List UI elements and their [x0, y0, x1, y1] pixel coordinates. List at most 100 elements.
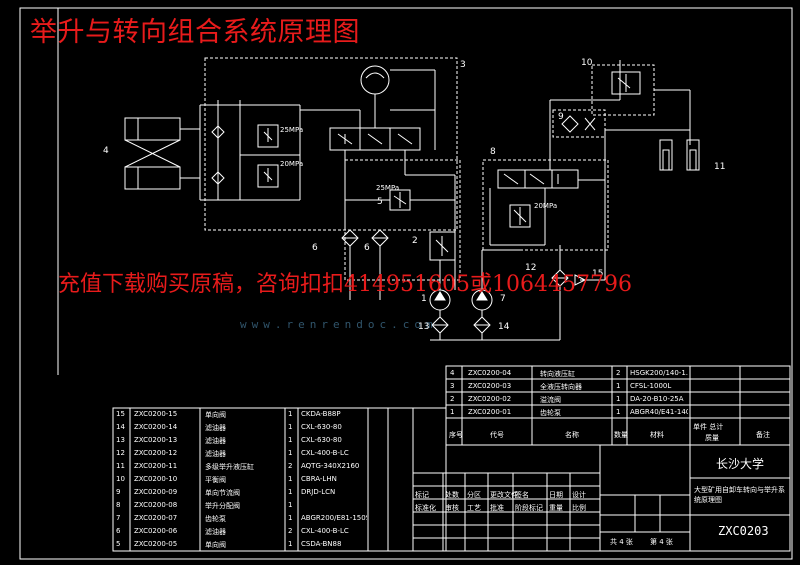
lower-row-material: CBRA-LHN	[301, 475, 337, 483]
label-5: 5	[377, 197, 383, 207]
upper-row-code: ZXC0200-01	[468, 408, 512, 416]
lower-row-qty: 1	[288, 449, 293, 457]
lower-row-name: 滤油器	[205, 528, 226, 536]
lower-row-material: ABGR200/E81-150SOS	[301, 514, 367, 522]
lower-row-name: 平衡阀	[205, 476, 226, 484]
page-title: 举升与转向组合系统原理图	[30, 17, 360, 48]
label-3: 3	[460, 60, 466, 70]
lower-row-code: ZXC0200-12	[134, 449, 178, 457]
lower-row-no: 7	[116, 514, 121, 522]
label-12: 12	[525, 263, 537, 273]
header-weight-unit: 质量	[705, 434, 719, 442]
label-11: 11	[714, 162, 726, 172]
label-6b: 6	[364, 243, 370, 253]
lower-row-qty: 1	[288, 423, 293, 431]
lift-distribution-valve	[497, 169, 579, 189]
lower-row-code: ZXC0200-11	[134, 462, 178, 470]
upper-row-qty: 2	[616, 369, 621, 377]
lower-row-qty: 1	[288, 501, 293, 509]
lower-row-no: 15	[116, 410, 125, 418]
lower-row-code: ZXC0200-07	[134, 514, 178, 522]
sign-cell: 标准化	[415, 504, 436, 512]
sign-cell: 批准	[490, 504, 504, 512]
lower-row-name: 滤油器	[205, 450, 226, 458]
lower-row-material: DRJD-LCN	[301, 488, 336, 496]
sign-cell: 工艺	[467, 504, 481, 512]
upper-row-qty: 1	[616, 408, 621, 416]
lower-row-name: 单向阀	[205, 541, 226, 549]
lower-row-name: 滤油器	[205, 424, 226, 432]
upper-row-material: CFSL-1000L	[630, 382, 672, 390]
sign-cell: 更改文件号	[490, 491, 518, 499]
header-no: 序号	[449, 431, 463, 439]
lower-row-material: CXL-400-B-LC	[301, 449, 349, 457]
title-block	[599, 444, 791, 552]
lower-row-code: ZXC0200-05	[134, 540, 178, 548]
upper-row-code: ZXC0200-04	[468, 369, 512, 377]
label-2: 2	[412, 236, 418, 246]
pressure-label-1: 25MPa	[280, 126, 304, 134]
upper-row-name: 齿轮泵	[540, 409, 561, 417]
upper-row-name: 转向液压缸	[540, 370, 575, 378]
sign-cell: 处数	[445, 491, 459, 499]
upper-row-no: 4	[450, 369, 455, 377]
sign-cell: 分区	[467, 491, 481, 499]
sign-cell: 签名	[515, 491, 529, 499]
lower-row-qty: 1	[288, 475, 293, 483]
lower-row-code: ZXC0200-08	[134, 501, 178, 509]
upper-row-name: 溢流阀	[540, 396, 561, 404]
lower-row-material: CKDA-B88P	[301, 410, 341, 418]
relief-valve-a	[257, 124, 279, 148]
lower-row-code: ZXC0200-06	[134, 527, 178, 535]
upper-row-material: HSGK200/140-1.5	[630, 369, 688, 377]
upper-row-code: ZXC0200-02	[468, 395, 512, 403]
lower-row-no: 8	[116, 501, 121, 509]
relief-module-box	[344, 159, 461, 281]
steering-cylinder-bottom	[124, 166, 181, 190]
outer-frame	[19, 7, 793, 560]
upper-row-qty: 1	[616, 395, 621, 403]
upper-row-no: 1	[450, 408, 455, 416]
steering-module-box	[204, 57, 458, 231]
steering-cylinder-top	[124, 117, 181, 141]
balance-valve	[611, 71, 641, 95]
lift-cylinder-a	[659, 139, 673, 171]
lower-row-name: 举升分配阀	[205, 502, 240, 510]
header-name: 名称	[565, 431, 579, 439]
lower-row-qty: 1	[288, 540, 293, 548]
lower-row-no: 10	[116, 475, 125, 483]
project-title: 大型矿用自卸车转向与举升系统原理图	[694, 486, 785, 504]
lower-row-code: ZXC0200-09	[134, 488, 178, 496]
lower-row-name: 滤油器	[205, 437, 226, 445]
upper-row-code: ZXC0200-03	[468, 382, 512, 390]
lower-row-material: AQTG-340X2160	[301, 462, 360, 470]
university-name: 长沙大学	[716, 457, 765, 471]
lower-row-material: CXL-630-80	[301, 436, 342, 444]
upper-row-no: 2	[450, 395, 455, 403]
lower-row-qty: 2	[288, 462, 293, 470]
sheets-total: 共 4 张	[610, 538, 633, 546]
lower-row-no: 6	[116, 527, 121, 535]
lift-relief-valve	[509, 204, 531, 228]
upper-row-material: ABGR40/E41-140	[630, 408, 688, 416]
lower-row-qty: 1	[288, 410, 293, 418]
lower-row-no: 5	[116, 540, 121, 548]
lower-row-no: 14	[116, 423, 125, 431]
lower-row-name: 多级举升液压缸	[205, 463, 254, 471]
label-14: 14	[498, 322, 510, 332]
ad-banner-text: 充值下载购买原稿，咨询扣扣414951605或1064457796	[58, 272, 632, 297]
label-10: 10	[581, 58, 593, 68]
label-15: 15	[592, 269, 604, 279]
pressure-label-2: 20MPa	[280, 160, 304, 168]
drawing-number: ZXC0203	[718, 524, 769, 538]
lower-row-material: CXL-400-B-LC	[301, 527, 349, 535]
lower-row-name: 齿轮泵	[205, 515, 226, 523]
lower-row-code: ZXC0200-13	[134, 436, 178, 444]
header-code: 代号	[490, 431, 504, 439]
label-9: 9	[558, 112, 564, 122]
lower-row-no: 13	[116, 436, 125, 444]
upper-row-material: DA-20-B10-25A	[630, 395, 684, 403]
lift-valve-box	[482, 159, 609, 251]
